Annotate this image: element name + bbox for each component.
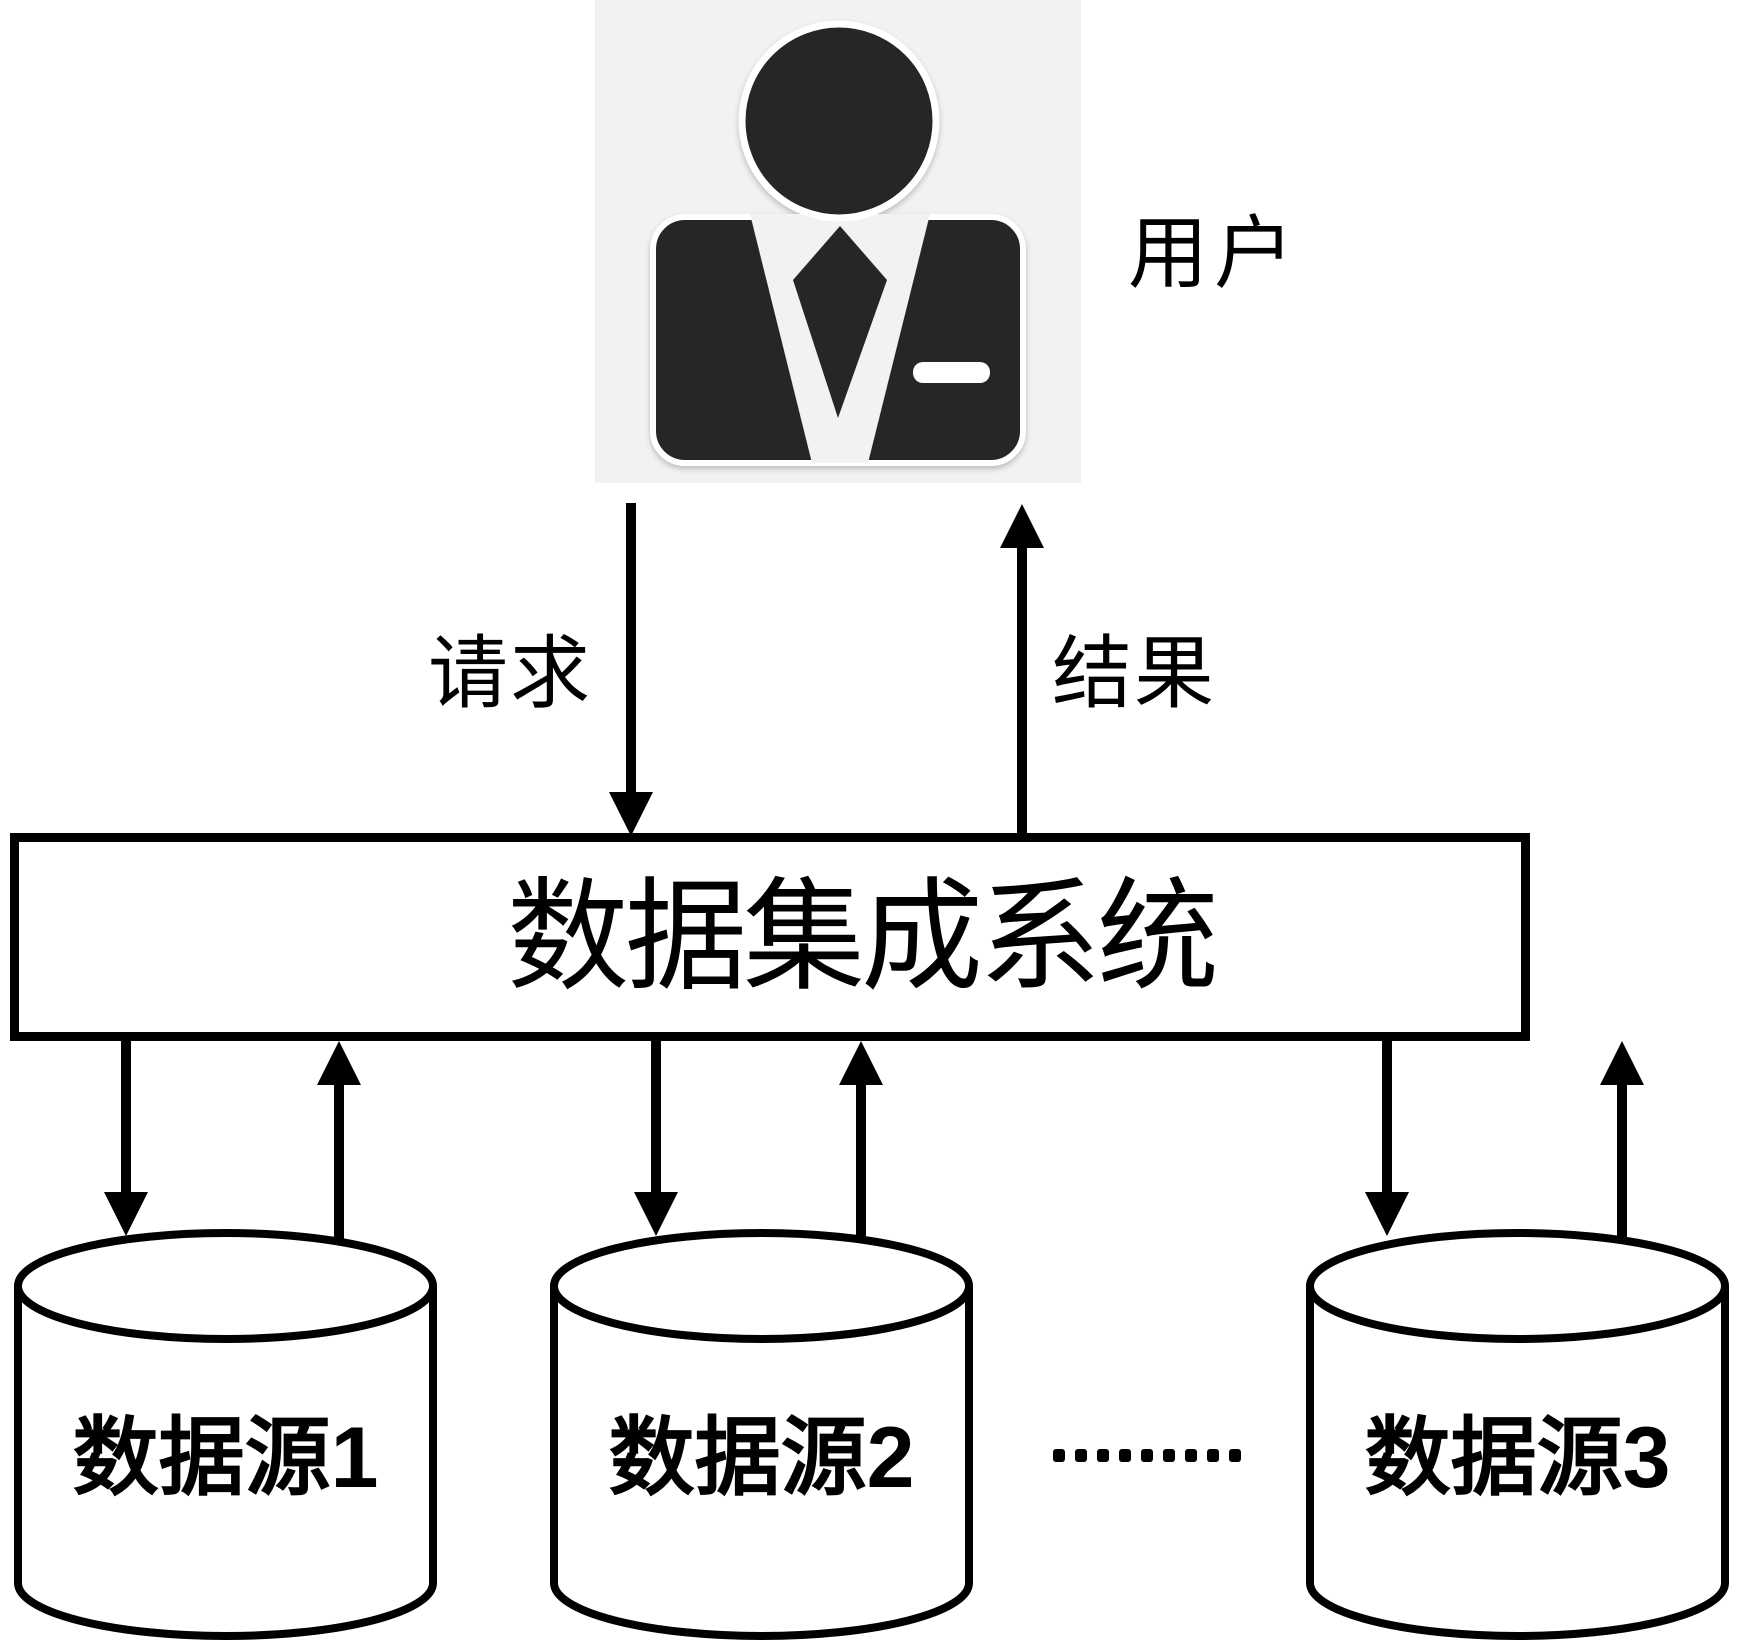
ellipsis-dots [1053,1448,1241,1462]
datasource-1-cylinder: 数据源1 [14,1229,437,1643]
businessman-icon [650,20,1026,466]
datasource-1-label: 数据源1 [72,1410,379,1506]
user-avatar-panel [595,0,1081,483]
system-box: 数据集成系统 [10,833,1530,1041]
user-label: 用户 [1128,209,1300,298]
head-shape [738,20,940,222]
ellipsis-dot [1163,1448,1175,1462]
tie-shape [793,226,887,418]
ellipsis-dot [1119,1448,1131,1462]
pocket-dash-shape [913,362,990,383]
datasource-3-cylinder: 数据源3 [1306,1229,1729,1643]
datasource-2-cylinder: 数据源2 [550,1229,973,1643]
system-title: 数据集成系统 [507,869,1219,1005]
result-flow-label: 结果 [1052,629,1216,718]
database-cylinder-icon [1306,1229,1729,1640]
datasource-2-label: 数据源2 [608,1410,915,1506]
ellipsis-dot [1053,1448,1065,1462]
ellipsis-dot [1141,1448,1153,1462]
ellipsis-dot [1207,1448,1219,1462]
ellipsis-dot [1075,1448,1087,1462]
datasource-3-label: 数据源3 [1364,1410,1671,1506]
request-flow-label: 请求 [428,629,592,718]
ellipsis-dot [1185,1448,1197,1462]
database-cylinder-icon [14,1229,437,1640]
ellipsis-dot [1229,1448,1241,1462]
ellipsis-dot [1097,1448,1109,1462]
database-cylinder-icon [550,1229,973,1640]
